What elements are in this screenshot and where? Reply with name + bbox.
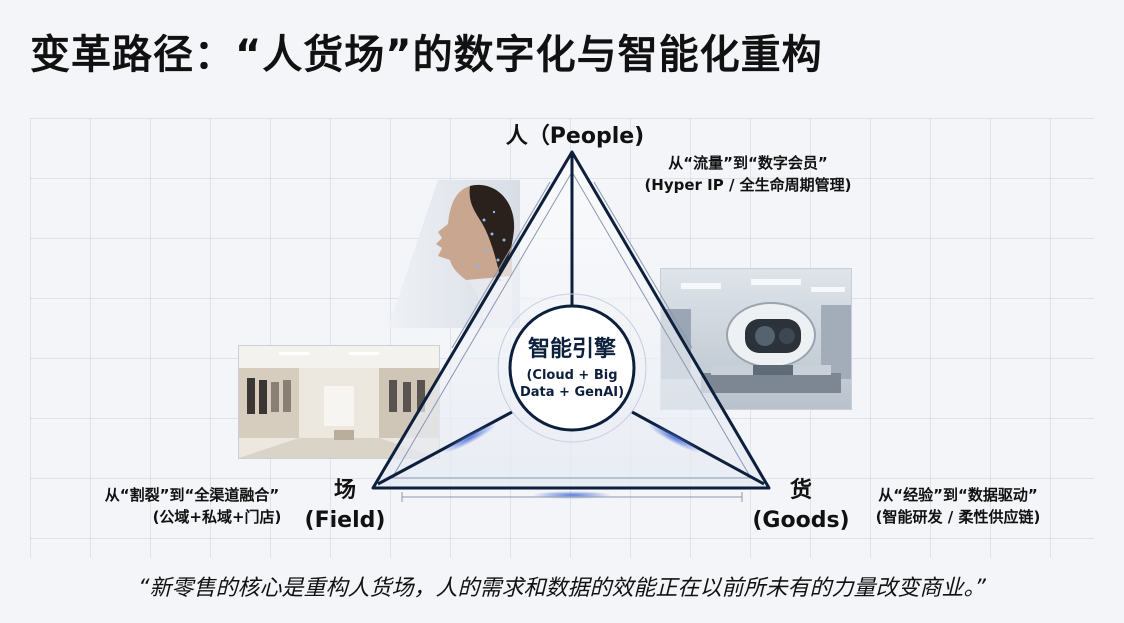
spoke-field (377, 410, 513, 486)
field-label: 场 (Field) (300, 476, 390, 536)
engine-halo (497, 293, 647, 443)
engine-title: 智能引擎 (527, 337, 616, 362)
goods-label: 货 (Goods) (752, 476, 850, 536)
intelligent-engine: 智能引擎 (Cloud + Big Data + GenAI) (496, 315, 648, 425)
glow-bottom (532, 491, 612, 499)
people-note-line2: (Hyper IP / 全生命周期管理) (644, 176, 852, 194)
field-note-line1: 从“割裂”到“全渠道融合” (104, 486, 280, 504)
goods-note: 从“经验”到“数据驱动” (智能研发 / 柔性供应链) (846, 484, 1070, 528)
people-note: 从“流量”到“数字会员” (Hyper IP / 全生命周期管理) (618, 152, 878, 196)
triangle-inner-outline (391, 171, 752, 479)
people-label: 人（People) (505, 124, 645, 149)
accent-left (451, 181, 551, 349)
goods-label-line1: 货 (789, 478, 812, 503)
field-note-line2: (公域+私域+门店) (152, 508, 282, 526)
glow-right (647, 423, 701, 453)
accent-right (593, 181, 693, 349)
goods-note-line1: 从“经验”到“数据驱动” (878, 486, 1038, 504)
field-note: 从“割裂”到“全渠道融合” (公域+私域+门店) (72, 484, 312, 528)
bottom-quote: “新零售的核心是重构人货场，人的需求和数据的效能正在以前所未有的力量改变商业。” (138, 576, 986, 601)
page-title: 变革路径：“人货场”的数字化与智能化重构 (30, 32, 823, 78)
engine-subtitle: (Cloud + Big Data + GenAI) (519, 368, 625, 400)
goods-label-line2: (Goods) (752, 508, 850, 533)
goods-image (660, 268, 852, 410)
field-label-line2: (Field) (304, 508, 386, 533)
engine-circle (508, 304, 636, 432)
goods-note-line2: (智能研发 / 柔性供应链) (875, 508, 1041, 526)
field-label-line1: 场 (333, 478, 356, 503)
people-note-line1: 从“流量”到“数字会员” (668, 154, 828, 172)
glow-left (443, 423, 497, 453)
